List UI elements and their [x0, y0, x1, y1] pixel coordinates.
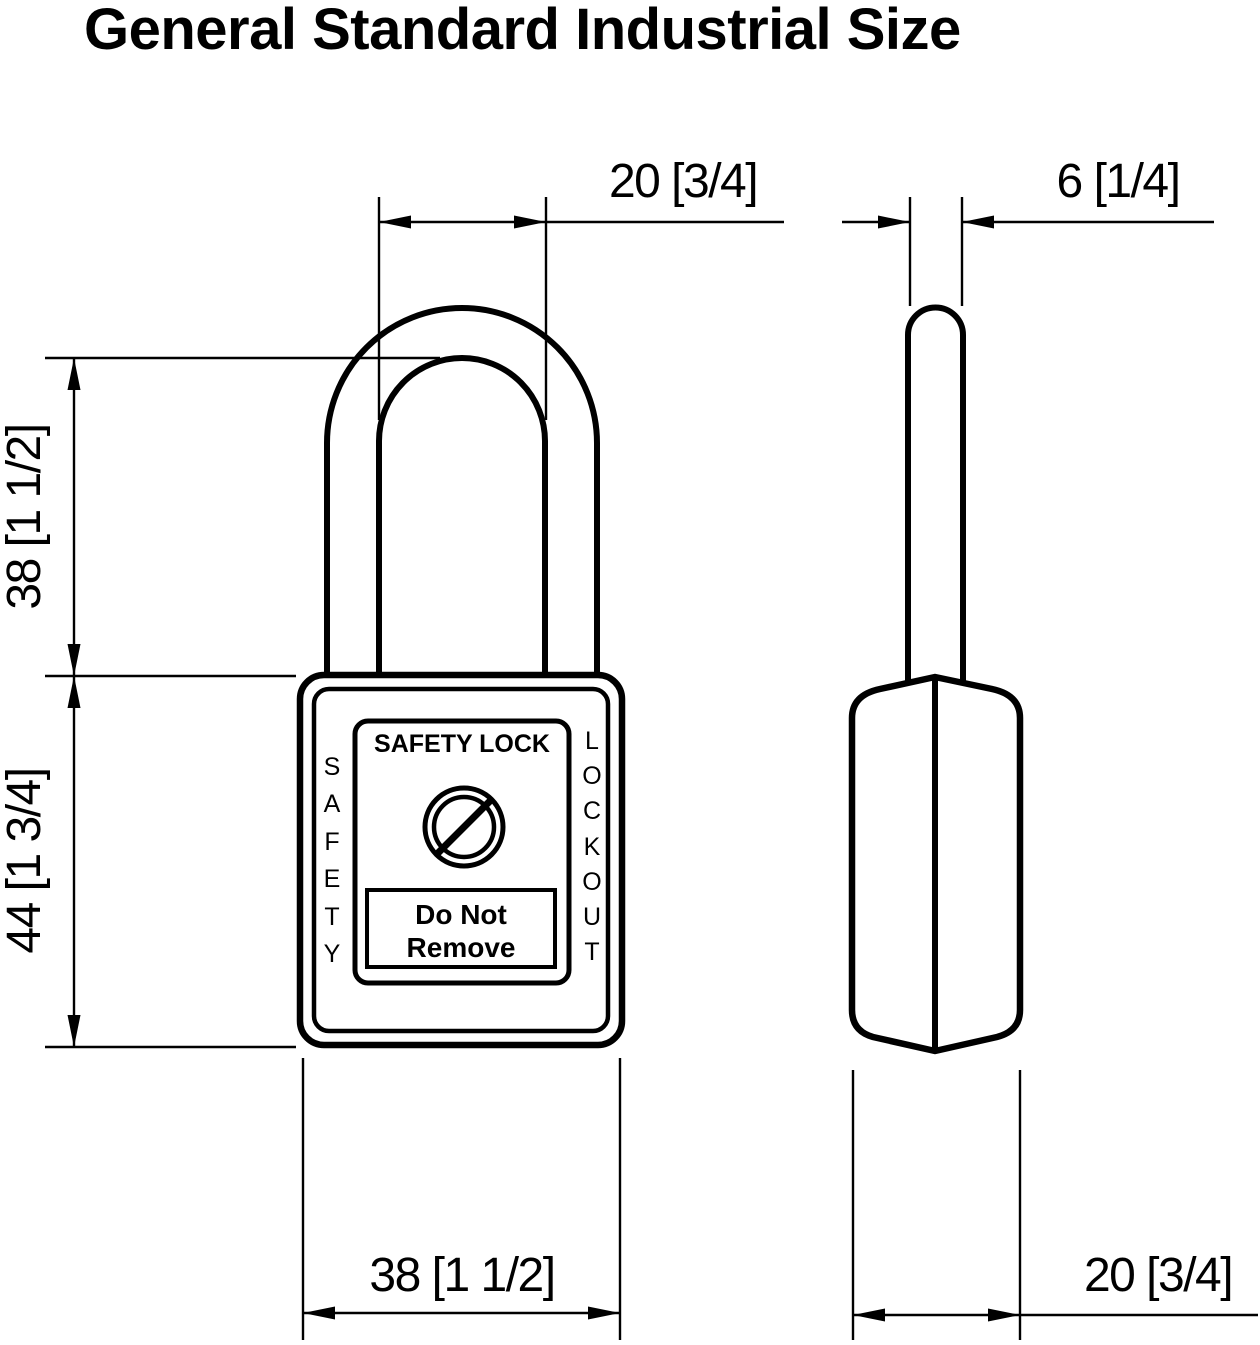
arrowhead: [588, 1306, 620, 1320]
safety-letter: S: [324, 753, 341, 781]
dim-label-shackle-clearance-height: 38 [1 1/2]: [0, 424, 51, 609]
dim-label-body-depth: 20 [3/4]: [1084, 1249, 1232, 1302]
dim-body-width: 38 [1 1/2]: [301, 1058, 622, 1340]
side-shackle: [905, 304, 966, 688]
safety-letter: E: [324, 865, 341, 893]
safety-letter: F: [324, 828, 339, 856]
keyhole-slash: [434, 797, 494, 857]
safety-vertical-word: S A F E T Y: [324, 753, 341, 968]
lockout-letter: C: [583, 797, 601, 825]
lockout-letter: O: [582, 762, 601, 790]
arrowhead: [67, 644, 81, 676]
do-not-remove-box: [365, 888, 557, 969]
lockout-letter: L: [585, 727, 599, 755]
arrowhead: [303, 1306, 335, 1320]
arrowhead: [878, 215, 910, 229]
dim-shackle-inner-width: 20 [3/4]: [377, 155, 784, 420]
arrowhead: [853, 1308, 885, 1322]
front-shackle-inner: [376, 355, 548, 682]
front-shackle-outer: [324, 305, 600, 682]
lock-body-front: [296, 671, 626, 1049]
lockout-vertical-word: L O C K O U T: [582, 727, 601, 966]
lockout-letter: O: [582, 868, 601, 896]
dim-body-height: 44 [1 3/4]: [0, 676, 296, 1049]
keyhole-outer-circle: [422, 785, 506, 869]
dim-label-shackle-inner-width: 20 [3/4]: [609, 155, 757, 208]
safety-letter: T: [324, 903, 339, 931]
dim-shackle-diameter: 6 [1/4]: [842, 155, 1214, 306]
arrowhead: [514, 215, 546, 229]
lockout-letter: K: [584, 833, 601, 861]
dim-shackle-clearance-height: 38 [1 1/2]: [0, 356, 440, 678]
page-title: General Standard Industrial Size: [84, 0, 961, 62]
lockout-letter: T: [584, 938, 599, 966]
safety-lock-header: SAFETY LOCK: [374, 730, 550, 758]
dim-body-depth: 20 [3/4]: [851, 1070, 1258, 1340]
label-plate: [352, 718, 572, 986]
front-view: SAFETY LOCK Do Not Remove S A F E T Y L …: [296, 305, 626, 1049]
safety-letter: Y: [324, 940, 341, 968]
dim-label-body-height: 44 [1 3/4]: [0, 768, 51, 953]
arrowhead: [67, 358, 81, 390]
arrowhead: [988, 1308, 1020, 1322]
warning-line-2: Remove: [407, 932, 516, 963]
dim-label-body-width: 38 [1 1/2]: [369, 1249, 554, 1302]
dim-label-shackle-diameter: 6 [1/4]: [1057, 155, 1180, 208]
lock-body-front-inner-line: [311, 686, 611, 1034]
arrowhead: [67, 1015, 81, 1047]
arrowhead: [962, 215, 994, 229]
keyhole-inner-circle: [431, 794, 497, 860]
arrowhead: [67, 676, 81, 708]
safety-letter: A: [324, 790, 341, 818]
arrowhead: [379, 215, 411, 229]
side-view: [848, 304, 1024, 1055]
lockout-letter: U: [583, 903, 601, 931]
warning-line-1: Do Not: [415, 899, 507, 930]
